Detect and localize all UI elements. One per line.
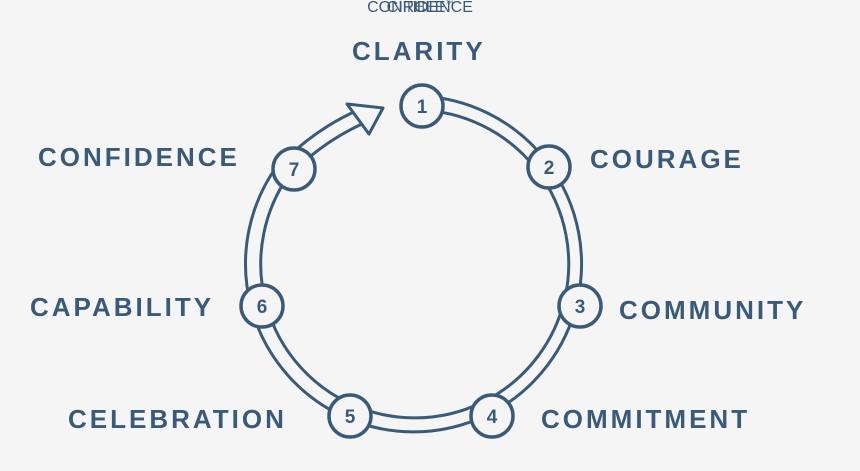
- cycle-arrowhead: [345, 102, 385, 136]
- step-number-4: 4: [487, 407, 498, 428]
- trademark-mark: ™: [445, 0, 454, 8]
- step-number-3: 3: [575, 297, 586, 318]
- step-node-2: 2: [526, 144, 572, 190]
- step-node-5: 5: [327, 393, 373, 439]
- step-node-3: 3: [557, 283, 603, 329]
- step-node-7: 7: [271, 146, 317, 192]
- step-label-confidence: CONFIDENCE: [38, 142, 240, 172]
- step-label-courage: COURAGE: [590, 144, 744, 174]
- step-label-capability: CAPABILITY: [30, 292, 215, 322]
- step-node-1: 1: [399, 83, 445, 129]
- step-label-commitment: COMMITMENT: [541, 404, 751, 434]
- center-title-circle: CIRCLE: [386, 0, 446, 16]
- step-number-1: 1: [417, 97, 428, 118]
- step-number-2: 2: [544, 158, 555, 179]
- step-label-celebration: CELEBRATION: [68, 404, 287, 434]
- center-title-line2: CIRCLE™: [270, 0, 570, 16]
- step-number-5: 5: [345, 407, 356, 428]
- step-label-community: COMMUNITY: [619, 295, 807, 325]
- step-number-6: 6: [257, 297, 268, 318]
- step-node-4: 4: [469, 393, 515, 439]
- step-node-6: 6: [239, 283, 285, 329]
- step-number-7: 7: [289, 160, 300, 181]
- center-title-line1: CONFIDENCE: [367, 0, 473, 16]
- step-label-clarity: CLARITY: [352, 36, 486, 66]
- center-title-small: THE: [404, 0, 436, 16]
